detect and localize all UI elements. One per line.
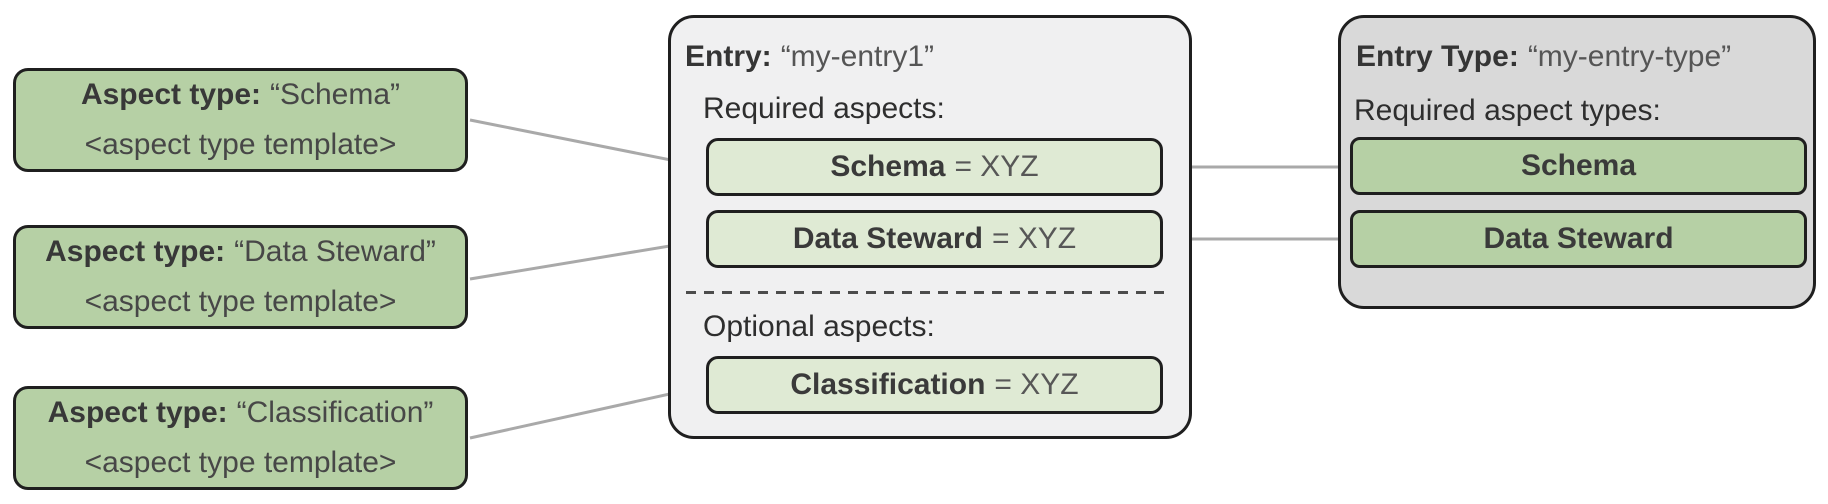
aspect-name: Data Steward — [792, 222, 983, 255]
required-aspect-pill-schema: Schema= XYZ — [706, 138, 1163, 196]
aspect-type-template: <aspect type template> — [84, 446, 397, 479]
connector-schema-template-line — [469, 118, 707, 169]
aspect-type-pill-data-steward: Data Steward — [1350, 210, 1807, 268]
aspect-type-label: Aspect type: — [45, 235, 226, 268]
entry-type-card: Entry Type:“my-entry-type” Required aspe… — [1338, 15, 1816, 309]
entry-type-title: Entry Type:“my-entry-type” — [1356, 40, 1731, 74]
required-aspects-heading: Required aspects: — [703, 92, 945, 125]
aspect-type-value: “Data Steward” — [234, 235, 436, 268]
entry-title-label: Entry: — [685, 40, 772, 73]
aspect-type-label: Aspect type: — [80, 78, 261, 111]
aspect-value: = XYZ — [991, 222, 1077, 255]
aspect-type-value: “Schema” — [270, 78, 401, 111]
connector-steward-template-line — [469, 238, 707, 281]
aspect-type-card-classification: Aspect type:“Classification” <aspect typ… — [13, 386, 468, 490]
aspect-type-pill-schema: Schema — [1350, 137, 1807, 195]
entry-title-value: “my-entry1” — [780, 40, 935, 73]
aspect-type-label: Aspect type: — [47, 396, 228, 429]
optional-aspect-pill-classification: Classification= XYZ — [706, 356, 1163, 414]
aspect-value: = XYZ — [994, 368, 1079, 401]
aspect-type-title: Aspect type:“Classification” — [48, 388, 434, 438]
aspect-type-template: <aspect type template> — [84, 128, 397, 161]
required-optional-divider — [686, 291, 1166, 294]
aspect-type-card-data-steward: Aspect type:“Data Steward” <aspect type … — [13, 225, 468, 329]
entry-type-title-value: “my-entry-type” — [1527, 40, 1732, 73]
required-aspect-pill-data-steward: Data Steward= XYZ — [706, 210, 1163, 268]
entry-type-title-label: Entry Type: — [1356, 40, 1519, 73]
aspect-type-card-schema: Aspect type: “Schema” <aspect type templa… — [13, 68, 468, 172]
entry-title: Entry:“my-entry1” — [685, 40, 934, 74]
entry-card: Entry:“my-entry1” Required aspects: Sche… — [668, 15, 1192, 439]
aspect-type-value: “Classification” — [236, 396, 434, 429]
aspect-name: Classification — [790, 368, 986, 401]
required-aspect-types-heading: Required aspect types: — [1354, 94, 1661, 127]
aspect-type-title: Aspect type: “Schema” — [81, 70, 400, 120]
aspect-type-title: Aspect type:“Data Steward” — [45, 227, 436, 277]
aspect-name: Schema — [830, 150, 946, 183]
optional-aspects-heading: Optional aspects: — [703, 310, 935, 343]
connector-classification-template-line — [469, 384, 707, 440]
aspect-value: = XYZ — [954, 150, 1039, 183]
aspect-type-template: <aspect type template> — [84, 285, 397, 318]
